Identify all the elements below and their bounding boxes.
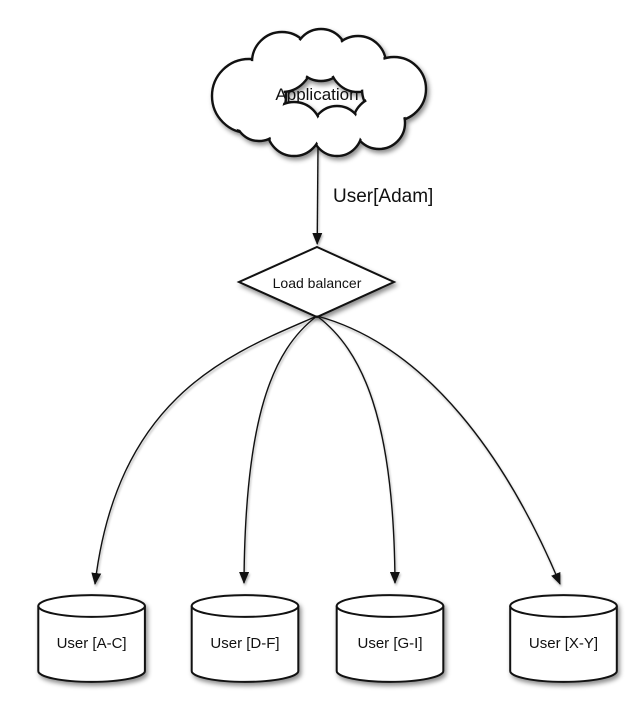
load-balancer-label: Load balancer (273, 275, 362, 291)
shard-label-3: User [G-I] (357, 635, 422, 652)
edge-app-to-balancer-label: User[Adam] (333, 186, 433, 207)
shard-label-2: User [D-F] (210, 635, 279, 652)
shard-label-4: User [X-Y] (529, 635, 598, 652)
edges-balancer-to-shards (91, 315, 561, 585)
edge-to-shard-3 (316, 315, 400, 584)
cylinder-top (335, 594, 445, 618)
edge-to-shard-4 (316, 315, 561, 585)
shard-node-3 (335, 594, 445, 683)
cylinder-top (37, 594, 146, 618)
cylinder-body (509, 606, 618, 683)
cylinder-body (335, 606, 445, 683)
cylinder-top (509, 594, 618, 618)
shard-node-2 (190, 594, 300, 683)
cloud-shape (210, 27, 428, 158)
cylinder-body (37, 606, 146, 683)
shard-label-1: User [A-C] (57, 635, 127, 652)
shard-node-1 (37, 594, 146, 683)
edge-to-shard-1 (91, 315, 318, 585)
cylinder-top (190, 594, 300, 618)
cylinder-body (190, 606, 300, 683)
application-label: Application (275, 85, 358, 104)
diamond-shape (236, 245, 397, 319)
load-balancer-node (236, 245, 397, 319)
edge-app-to-balancer (312, 146, 323, 245)
edge-to-shard-2 (239, 315, 318, 584)
shard-node-4 (509, 594, 618, 683)
application-cloud-node (210, 27, 428, 158)
edge-app-to-balancer-line (312, 146, 323, 245)
